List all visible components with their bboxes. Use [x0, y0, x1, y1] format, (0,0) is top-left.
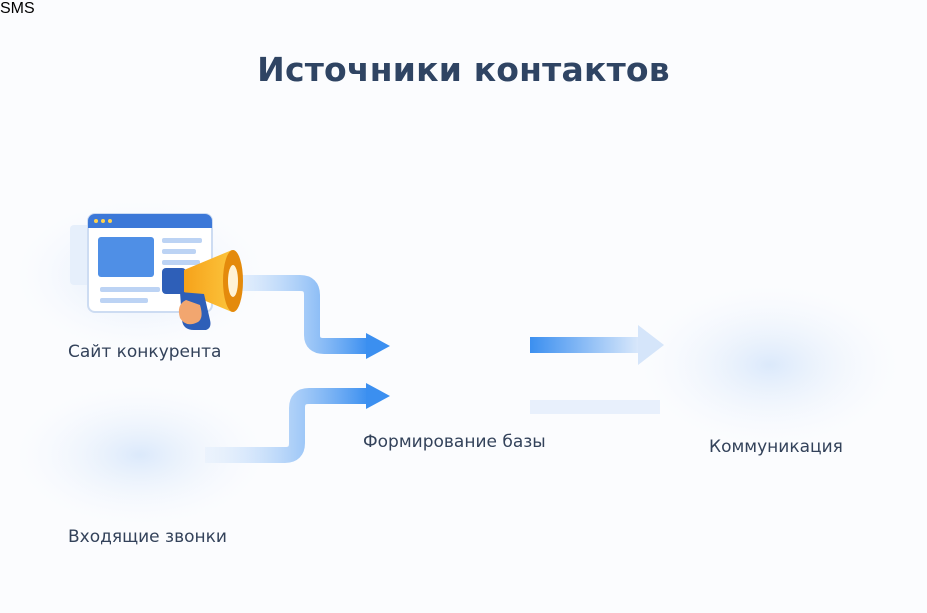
page-title: Источники контактов — [257, 50, 670, 89]
arrow-calls-to-db — [205, 383, 390, 463]
glow-left-bottom — [15, 385, 265, 525]
sms-badge: SMS — [0, 0, 35, 17]
label-communication: Коммуникация — [709, 437, 843, 457]
glow-right — [640, 285, 900, 445]
label-incoming-calls: Входящие звонки — [68, 527, 227, 547]
label-database: Формирование базы — [363, 432, 546, 452]
label-competitor-site: Сайт конкурента — [68, 342, 222, 362]
megaphone-website-icon — [70, 213, 243, 330]
sms-badge-text: SMS — [0, 0, 35, 17]
smartphone-call-icon: SMS — [0, 0, 35, 17]
arrow-db-to-communication — [530, 325, 664, 414]
arrow-site-to-db — [215, 275, 390, 359]
